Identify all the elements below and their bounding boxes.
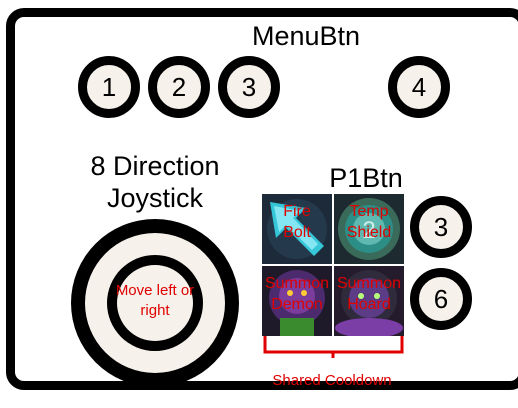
ability-label: Summon Demon bbox=[262, 274, 332, 316]
joystick-title-line2: Joystick bbox=[106, 183, 204, 214]
joystick-label: Move left or right bbox=[115, 282, 195, 320]
shield-icon: 2 bbox=[334, 194, 404, 264]
demon-icon bbox=[262, 266, 332, 336]
menu-button-2[interactable]: 2 bbox=[148, 56, 210, 118]
ability-summon-demon[interactable]: Summon Demon bbox=[262, 266, 332, 336]
ability-label: Temp Shield bbox=[334, 202, 404, 244]
ability-label: Summon Hoard bbox=[334, 274, 404, 316]
menu-button-3[interactable]: 3 bbox=[218, 56, 280, 118]
menu-button-1[interactable]: 1 bbox=[78, 56, 140, 118]
ability-label-line2: Hoard bbox=[347, 295, 391, 313]
ability-label-line2: Shield bbox=[346, 223, 392, 241]
ability-summon-hoard[interactable]: Summon Hoard bbox=[334, 266, 404, 336]
joystick[interactable]: Move left or right bbox=[71, 219, 239, 387]
ability-label-line1: Summon bbox=[336, 275, 402, 292]
ability-fire-bolt[interactable]: Fire Bolt bbox=[262, 194, 332, 264]
ability-label: Fire Bolt bbox=[262, 202, 332, 244]
svg-text:2: 2 bbox=[362, 217, 375, 244]
p1-title: P1Btn bbox=[329, 163, 403, 193]
menu-button-4[interactable]: 4 bbox=[388, 56, 450, 118]
cyan-arrow-icon bbox=[262, 194, 332, 264]
joystick-title: 8 Direction Joystick bbox=[60, 150, 250, 215]
ability-label-line1: Temp bbox=[349, 203, 389, 220]
shared-cooldown-label: Shared Cooldown bbox=[272, 372, 392, 389]
hoard-icon bbox=[334, 266, 404, 336]
p1-button-6[interactable]: 6 bbox=[410, 268, 472, 330]
ability-label-line2: Bolt bbox=[283, 223, 311, 241]
ability-temp-shield[interactable]: 2 Temp Shield bbox=[334, 194, 404, 264]
joystick-knob[interactable] bbox=[117, 265, 193, 341]
shared-cooldown-bracket bbox=[263, 336, 404, 358]
ability-label-line1: Fire bbox=[283, 203, 311, 220]
menu-title: MenuBtn bbox=[251, 21, 361, 51]
p1-button-3[interactable]: 3 bbox=[410, 196, 472, 258]
ability-label-line2: Demon bbox=[271, 295, 323, 313]
joystick-title-line1: 8 Direction bbox=[90, 151, 220, 181]
ability-label-line1: Summon bbox=[264, 275, 330, 292]
